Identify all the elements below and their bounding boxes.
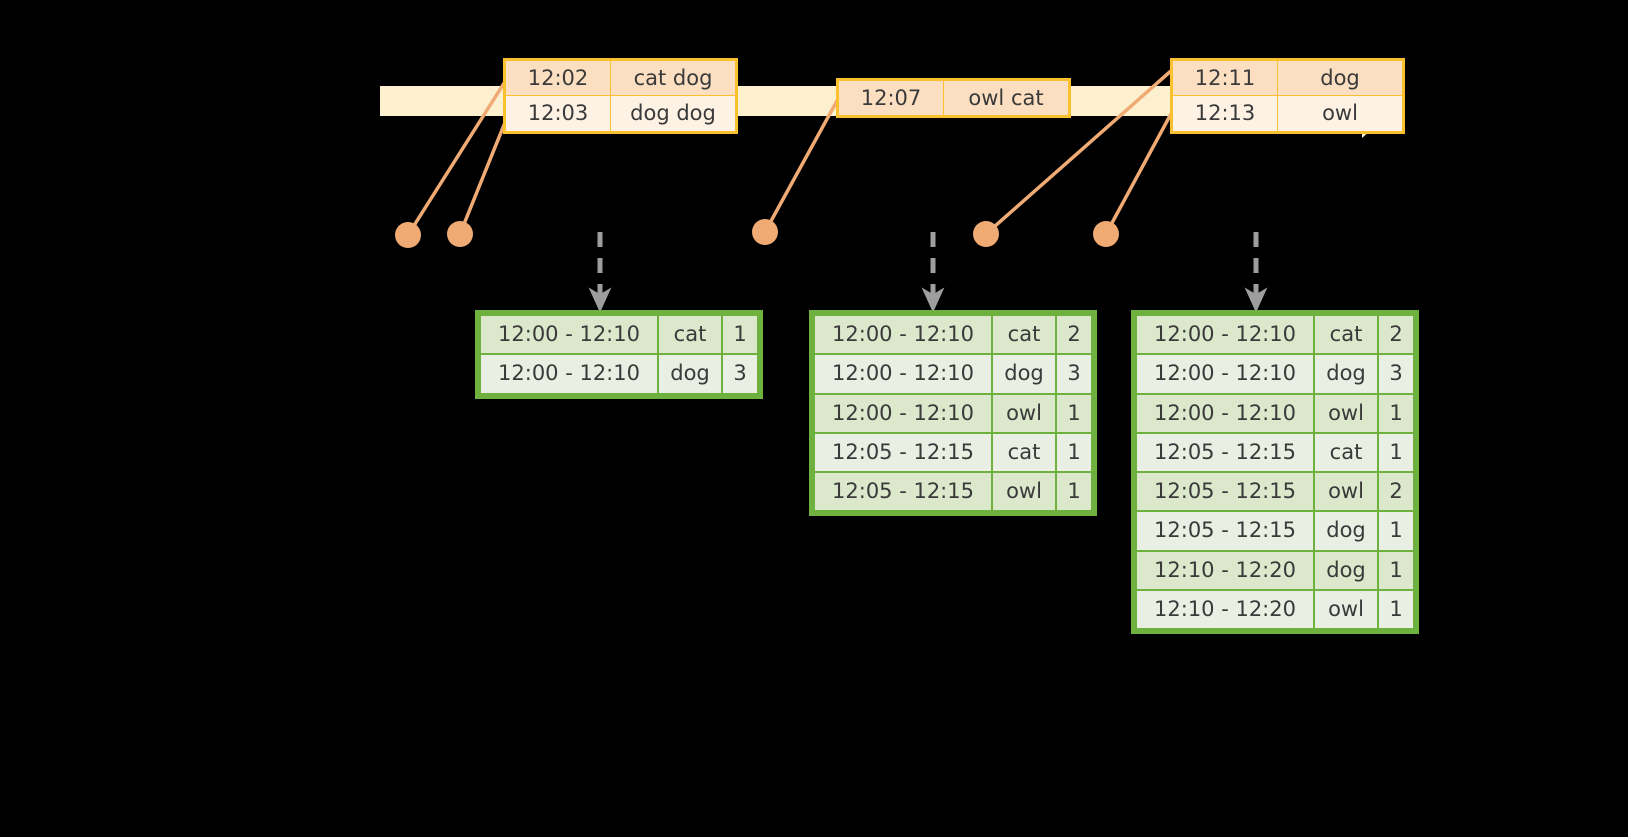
count-cell: 2	[1379, 473, 1413, 511]
marker-dot-4	[973, 221, 999, 247]
event-words: owl cat	[943, 78, 1070, 118]
event-group-3[interactable]: 12:11 dog 12:13 owl	[1170, 58, 1405, 134]
event-words: dog	[1277, 58, 1404, 97]
window-cell: 12:00 - 12:10	[815, 355, 991, 393]
window-cell: 12:05 - 12:15	[815, 473, 991, 511]
event-time: 12:13	[1171, 95, 1278, 133]
event-time: 12:11	[1171, 58, 1278, 97]
event-row[interactable]: 12:07 owl cat	[837, 78, 1070, 118]
word-cell: dog	[1315, 551, 1377, 590]
count-cell: 1	[1379, 551, 1413, 590]
event-group-2[interactable]: 12:07 owl cat	[836, 78, 1071, 119]
word-cell: dog	[993, 355, 1055, 393]
window-cell: 12:00 - 12:10	[1137, 316, 1313, 354]
window-cell: 12:00 - 12:10	[1137, 394, 1313, 432]
count-cell: 1	[1057, 433, 1091, 472]
count-cell: 3	[723, 355, 757, 393]
word-cell: cat	[659, 316, 721, 354]
count-cell: 3	[1379, 355, 1413, 393]
table-row[interactable]: 12:00 - 12:10 dog 3	[481, 355, 757, 393]
result-table-2[interactable]: 12:00 - 12:10 cat 2 12:00 - 12:10 dog 3 …	[809, 310, 1097, 517]
table-row[interactable]: 12:00 - 12:10 cat 1	[481, 316, 757, 354]
event-row[interactable]: 12:11 dog	[1171, 58, 1404, 97]
marker-dot-1	[395, 222, 421, 248]
leader-line-1	[406, 78, 508, 237]
word-cell: dog	[1315, 512, 1377, 550]
event-time: 12:03	[504, 95, 611, 133]
count-cell: 2	[1379, 316, 1413, 354]
process-arrows	[588, 232, 1268, 313]
count-cell: 1	[1379, 433, 1413, 472]
word-cell: dog	[659, 355, 721, 393]
leader-line-3	[763, 97, 840, 234]
window-cell: 12:00 - 12:10	[815, 394, 991, 432]
marker-dot-2	[447, 221, 473, 247]
word-cell: cat	[1315, 433, 1377, 472]
word-cell: owl	[1315, 394, 1377, 432]
count-cell: 1	[1379, 394, 1413, 432]
word-cell: owl	[1315, 473, 1377, 511]
marker-dot-5	[1093, 221, 1119, 247]
event-group-1[interactable]: 12:02 cat dog 12:03 dog dog	[503, 58, 738, 134]
leader-line-4	[984, 68, 1174, 236]
event-words: owl	[1277, 95, 1404, 133]
leader-lines	[406, 68, 1174, 237]
window-cell: 12:00 - 12:10	[481, 316, 657, 354]
window-cell: 12:05 - 12:15	[1137, 473, 1313, 511]
count-cell: 1	[1057, 473, 1091, 511]
count-cell: 2	[1057, 316, 1091, 354]
table-row[interactable]: 12:00 - 12:10 dog 3	[1137, 355, 1413, 393]
window-cell: 12:00 - 12:10	[815, 316, 991, 354]
table-row[interactable]: 12:05 - 12:15 cat 1	[1137, 433, 1413, 472]
count-cell: 1	[1379, 512, 1413, 550]
event-words: cat dog	[610, 58, 737, 97]
count-cell: 3	[1057, 355, 1091, 393]
event-row[interactable]: 12:03 dog dog	[504, 95, 737, 133]
count-cell: 1	[1379, 591, 1413, 629]
table-row[interactable]: 12:05 - 12:15 owl 2	[1137, 473, 1413, 511]
word-cell: cat	[993, 316, 1055, 354]
event-row[interactable]: 12:13 owl	[1171, 95, 1404, 133]
event-time: 12:02	[504, 58, 611, 97]
result-table-1[interactable]: 12:00 - 12:10 cat 1 12:00 - 12:10 dog 3	[475, 310, 763, 399]
word-cell: dog	[1315, 355, 1377, 393]
leader-line-2	[458, 118, 508, 236]
word-cell: owl	[1315, 591, 1377, 629]
marker-dot-3	[752, 219, 778, 245]
word-cell: owl	[993, 394, 1055, 432]
event-row[interactable]: 12:02 cat dog	[504, 58, 737, 97]
table-row[interactable]: 12:05 - 12:15 owl 1	[815, 473, 1091, 511]
word-cell: cat	[1315, 316, 1377, 354]
word-cell: owl	[993, 473, 1055, 511]
result-table-3[interactable]: 12:00 - 12:10 cat 2 12:00 - 12:10 dog 3 …	[1131, 310, 1419, 635]
table-row[interactable]: 12:00 - 12:10 owl 1	[815, 394, 1091, 432]
event-time: 12:07	[837, 78, 944, 118]
window-cell: 12:00 - 12:10	[481, 355, 657, 393]
table-row[interactable]: 12:05 - 12:15 dog 1	[1137, 512, 1413, 550]
table-row[interactable]: 12:00 - 12:10 cat 2	[1137, 316, 1413, 354]
table-row[interactable]: 12:00 - 12:10 dog 3	[815, 355, 1091, 393]
window-cell: 12:05 - 12:15	[1137, 433, 1313, 472]
table-row[interactable]: 12:05 - 12:15 cat 1	[815, 433, 1091, 472]
window-cell: 12:10 - 12:20	[1137, 591, 1313, 629]
count-cell: 1	[1057, 394, 1091, 432]
table-row[interactable]: 12:00 - 12:10 owl 1	[1137, 394, 1413, 432]
event-words: dog dog	[610, 95, 737, 133]
window-cell: 12:05 - 12:15	[815, 433, 991, 472]
table-row[interactable]: 12:10 - 12:20 owl 1	[1137, 591, 1413, 629]
window-cell: 12:10 - 12:20	[1137, 551, 1313, 590]
table-row[interactable]: 12:00 - 12:10 cat 2	[815, 316, 1091, 354]
leader-line-5	[1104, 110, 1174, 236]
event-markers	[395, 219, 1119, 248]
count-cell: 1	[723, 316, 757, 354]
window-cell: 12:00 - 12:10	[1137, 355, 1313, 393]
window-cell: 12:05 - 12:15	[1137, 512, 1313, 550]
word-cell: cat	[993, 433, 1055, 472]
table-row[interactable]: 12:10 - 12:20 dog 1	[1137, 551, 1413, 590]
